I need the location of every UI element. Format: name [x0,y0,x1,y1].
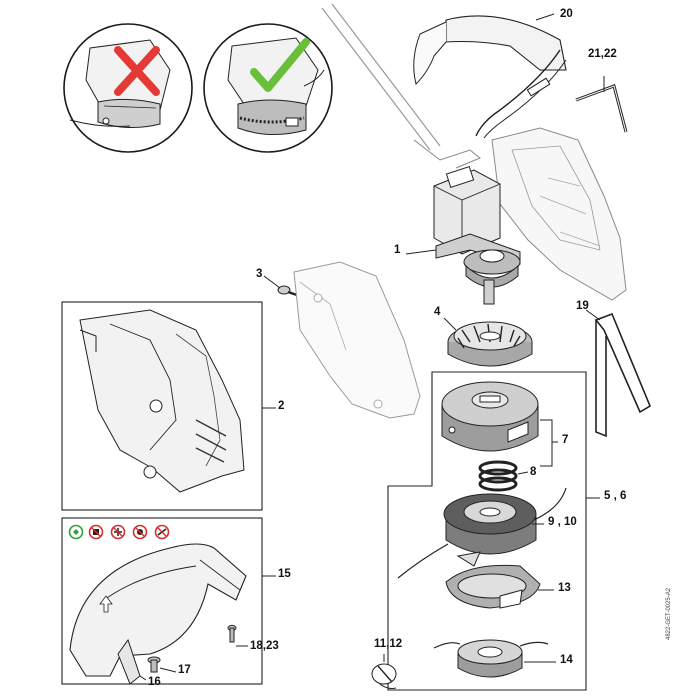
callout-4: 4 [434,306,441,318]
motor-assembly [433,166,521,305]
shaft [321,3,481,169]
callout-9-10: 9 , 10 [548,516,577,528]
spool-cover [441,381,539,452]
callout-13: 13 [558,582,571,594]
callout-11-12: 11,12 [374,638,403,650]
callout-18-23: 18,23 [250,640,279,652]
callout-16: 16 [148,676,161,688]
spool-base [445,551,541,609]
inset-wrong-assembly [63,23,193,153]
screw [277,285,301,298]
warning-icons [68,524,170,540]
callout-1: 1 [394,244,401,256]
callout-19: 19 [576,300,589,312]
box-housing [61,301,263,511]
no-metal-blade-icon [110,524,126,540]
guard-housing-light [293,261,421,419]
wire-bracket [594,312,652,438]
housing-half [79,309,245,493]
hex-key [575,84,628,133]
housing-upper [491,127,627,301]
check-icon [250,38,310,92]
safety-glasses [413,15,567,139]
screw-small [147,656,161,673]
fan-wheel [447,321,533,367]
spring [478,460,518,492]
callout-21-22: 21,22 [588,48,617,60]
screw-18 [227,624,237,643]
no-disc-icon [132,524,148,540]
callout-2: 2 [278,400,285,412]
callout-20: 20 [560,8,573,20]
callout-17: 17 [178,664,191,676]
box-mowing-head [387,371,587,691]
drawing-code: 4822-GET-0025-A2 [666,587,672,640]
callout-7: 7 [562,434,569,446]
deflector-guard [69,543,247,677]
no-blade-icon [88,524,104,540]
callout-8: 8 [530,466,537,478]
callout-15: 15 [278,568,291,580]
leader-lines [139,13,605,681]
callout-5-6: 5 , 6 [604,490,627,502]
spool-with-line [433,639,549,678]
box-guard [61,517,263,685]
recycle-ok-icon [68,524,84,540]
no-cutting-tool-icon [154,524,170,540]
line-coil [371,663,397,689]
callout-14: 14 [560,654,573,666]
callout-3: 3 [256,268,263,280]
spool [397,487,567,579]
cross-icon [114,46,160,96]
